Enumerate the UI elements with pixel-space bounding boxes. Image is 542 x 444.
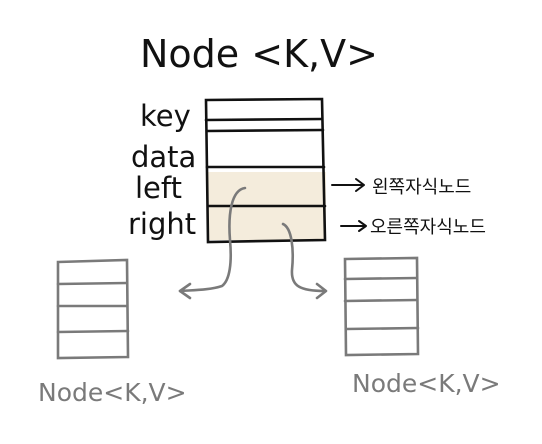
right-child-label: Node<K,V> — [352, 369, 501, 398]
field-label-key: key — [140, 99, 191, 133]
left-pointer-arrow — [178, 186, 247, 293]
right-annotation-arrow — [340, 220, 367, 232]
left-child-annotation: 왼쪽자식노드 — [372, 177, 471, 198]
left-child-divider — [56, 329, 130, 334]
diagram-title: Node <K,V> — [140, 32, 378, 76]
right-child-annotation: 오른쪽자식노드 — [370, 217, 486, 238]
main-node-divider — [204, 117, 324, 122]
right-child-node-box — [343, 256, 420, 357]
right-child-divider — [343, 298, 419, 303]
left-child-divider — [56, 281, 129, 286]
right-child-outline — [343, 256, 420, 357]
right-child-divider — [344, 326, 420, 331]
field-label-right: right — [128, 207, 196, 241]
field-label-data: data — [131, 140, 196, 174]
field-label-left: left — [135, 171, 182, 205]
main-node-outline — [204, 97, 327, 244]
right-child-divider — [343, 276, 419, 281]
main-node-divider — [205, 128, 325, 133]
main-node-box — [204, 97, 327, 244]
left-child-node-box — [56, 258, 130, 360]
left-child-outline — [56, 258, 130, 360]
right-pointer-arrowhead — [315, 282, 328, 300]
left-child-label: Node<K,V> — [38, 378, 187, 407]
left-annotation-arrow — [331, 178, 365, 192]
left-pointer-arrowhead — [178, 282, 192, 300]
right-pointer-arrow — [281, 222, 327, 293]
